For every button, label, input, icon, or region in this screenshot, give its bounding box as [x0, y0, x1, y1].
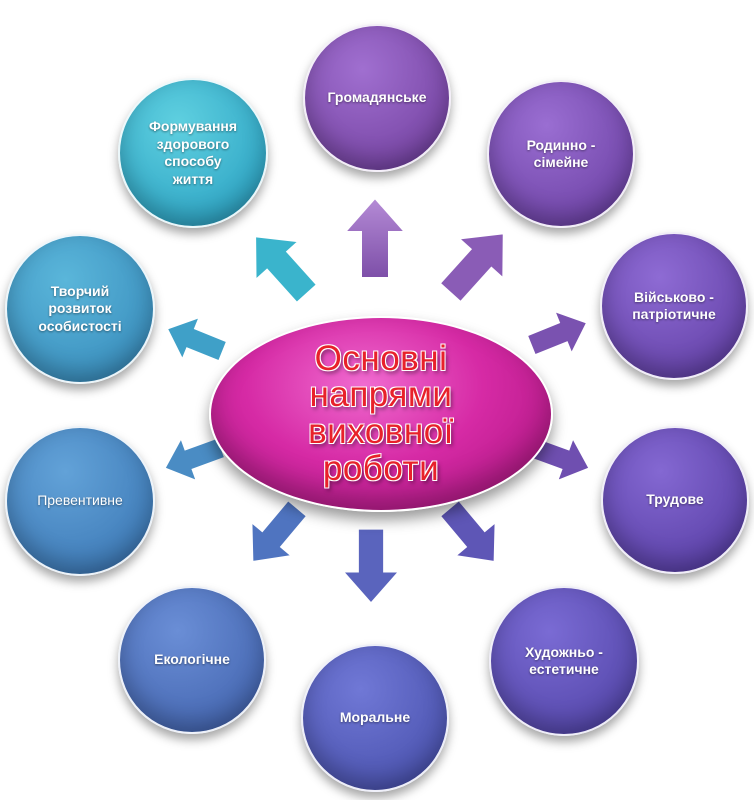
node-khudozhno-estetychne: Художньо - естетичне [489, 586, 639, 736]
center-title: Основні напрями виховної роботи [308, 338, 454, 488]
node-preventyvne: Превентивне [5, 426, 155, 576]
node-label: Родинно - сімейне [526, 136, 596, 171]
center-title-ellipse: Основні напрями виховної роботи [209, 316, 553, 512]
arrow-up-left-icon [233, 217, 328, 314]
node-gromadianske: Громадянське [303, 24, 451, 172]
node-zdorovyi-sposib-zhyttia: Формування здорового способу життя [118, 78, 268, 228]
arrow-right-upper-icon [523, 301, 596, 366]
node-moralne: Моральне [301, 644, 449, 792]
node-ekolohichne: Екологічне [118, 586, 266, 734]
node-label: Трудове [646, 491, 704, 508]
arrow-down-left-icon [232, 491, 318, 579]
node-label: Превентивне [37, 492, 123, 509]
node-label: Художньо - естетичне [525, 643, 603, 678]
node-label: Моральне [339, 709, 411, 726]
node-rodynno-simeine: Родинно - сімейне [487, 80, 635, 228]
arrow-left-upper-icon [159, 307, 232, 372]
node-trudove: Трудове [601, 426, 749, 574]
node-label: Формування здорового способу життя [148, 118, 238, 187]
node-label: Військово - патріотичне [632, 288, 716, 323]
node-label: Творчий розвиток особистості [38, 282, 122, 334]
arrow-up-right-icon [428, 213, 526, 313]
arrow-down-right-icon [429, 491, 515, 579]
arrow-up-icon [342, 196, 408, 279]
node-label: Громадянське [327, 89, 427, 106]
node-tvorchyi-rozvytok: Творчий розвиток особистості [5, 234, 155, 384]
arrow-down-icon [340, 527, 402, 605]
node-label: Екологічне [154, 651, 230, 668]
node-viiskovo-patriotychne: Військово - патріотичне [600, 232, 748, 380]
